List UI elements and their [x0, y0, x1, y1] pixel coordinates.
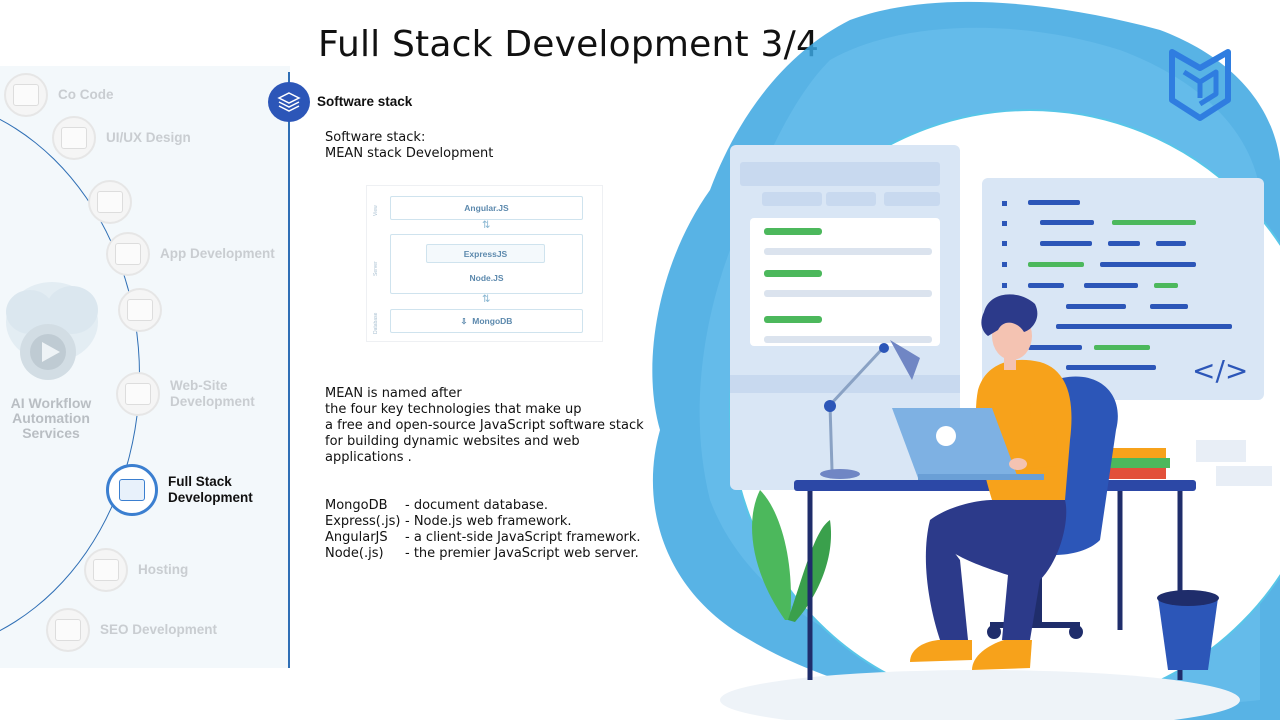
technology-desc: - the premier JavaScript web server.	[405, 546, 639, 561]
nav-item-label-line: Web-Site	[170, 378, 228, 393]
developer-illustration: </>	[652, 1, 1280, 720]
description-line: a free and open-source JavaScript softwa…	[325, 418, 644, 433]
description-line: the four key technologies that make up	[325, 402, 582, 417]
technology-name: Node(.js)	[325, 546, 384, 561]
diagram-mongodb-box: ⇩ MongoDB	[390, 309, 583, 333]
database-icon: ⇩	[460, 316, 468, 326]
nav-item-website-development[interactable]: Web-Site Development	[116, 372, 255, 416]
mean-description: MEAN is named after the four key technol…	[325, 386, 644, 466]
nav-item-full-stack-development[interactable]: Full Stack Development	[106, 464, 253, 516]
nav-item-label-line: Full Stack	[168, 474, 232, 489]
website-icon	[116, 372, 160, 416]
diagram-mongodb-label: MongoDB	[472, 316, 513, 326]
ai-workflow-label: AI Workflow Automation Services	[10, 395, 92, 441]
nav-item-label-line: Development	[170, 394, 255, 409]
technology-desc: - a client-side JavaScript framework.	[405, 530, 641, 545]
description-line: MEAN is named after	[325, 386, 462, 401]
technology-row: MongoDB - document database.	[325, 498, 641, 514]
technology-desc: - Node.js web framework.	[405, 514, 572, 529]
design-icon	[52, 116, 96, 160]
technology-row: Node(.js) - the premier JavaScript web s…	[325, 546, 641, 562]
fullstack-icon	[106, 464, 158, 516]
section-label: Software stack	[317, 94, 413, 109]
diagram-server-box: ExpressJS Node.JS	[390, 234, 583, 294]
nav-item-label: Hosting	[138, 562, 189, 577]
nav-item-hosting[interactable]: Hosting	[84, 548, 188, 592]
arrow-up-down-icon: ⇅	[482, 220, 491, 231]
diagram-side-label: Database	[373, 312, 379, 334]
nav-item-label: UI/UX Design	[106, 130, 191, 145]
nav-item-label: Co Code	[58, 87, 114, 102]
seo-icon	[46, 608, 90, 652]
diagram-side-label: View	[373, 205, 379, 216]
company-logo-icon	[1169, 49, 1231, 121]
desktop-icon	[118, 288, 162, 332]
arrow-up-down-icon: ⇅	[482, 294, 491, 305]
nav-divider	[288, 72, 290, 668]
technology-list: MongoDB - document database. Express(.js…	[325, 498, 641, 562]
technology-row: AngularJS - a client-side JavaScript fra…	[325, 530, 641, 546]
nav-item-seo-development[interactable]: SEO Development	[46, 608, 217, 652]
diagram-express-box: ExpressJS	[426, 244, 545, 263]
code-icon	[4, 73, 48, 117]
technology-desc: - document database.	[405, 498, 548, 513]
technology-row: Express(.js) - Node.js web framework.	[325, 514, 641, 530]
intro-line: Software stack:	[325, 130, 426, 145]
mean-stack-diagram: View Server Database Angular.JS ⇅ Expres…	[366, 185, 603, 342]
nav-item-desktop[interactable]	[118, 288, 162, 332]
nav-item-label: Full Stack Development	[168, 474, 253, 506]
nav-item-label: SEO Development	[100, 622, 218, 637]
code-tag-text: </>	[1192, 354, 1248, 387]
nav-item-ui-ux-design[interactable]: UI/UX Design	[52, 116, 191, 160]
nav-item-label-line: Development	[168, 490, 253, 505]
diagram-side-label: Server	[373, 261, 379, 276]
nav-item-label: App Development	[160, 246, 275, 261]
nav-item-label: Web-Site Development	[170, 378, 255, 410]
ai-workflow-cloud-icon	[6, 282, 98, 380]
technology-name: MongoDB	[325, 498, 388, 513]
intro-line: MEAN stack Development	[325, 146, 494, 161]
nav-item-planning[interactable]	[88, 180, 132, 224]
diagram-angular-box: Angular.JS	[390, 196, 583, 220]
nav-item-app-development[interactable]: App Development	[106, 232, 275, 276]
app-icon	[106, 232, 150, 276]
slide-title: Full Stack Development 3/4	[318, 24, 820, 65]
layers-icon	[268, 82, 310, 122]
description-line: for building dynamic websites and web	[325, 434, 580, 449]
technology-name: AngularJS	[325, 530, 388, 545]
diagram-node-label: Node.JS	[469, 273, 504, 283]
hosting-icon	[84, 548, 128, 592]
planning-icon	[88, 180, 132, 224]
section-intro: Software stack: MEAN stack Development	[325, 130, 493, 162]
technology-name: Express(.js)	[325, 514, 401, 529]
nav-item-co-code[interactable]: Co Code	[4, 73, 114, 117]
description-line: applications .	[325, 450, 412, 465]
